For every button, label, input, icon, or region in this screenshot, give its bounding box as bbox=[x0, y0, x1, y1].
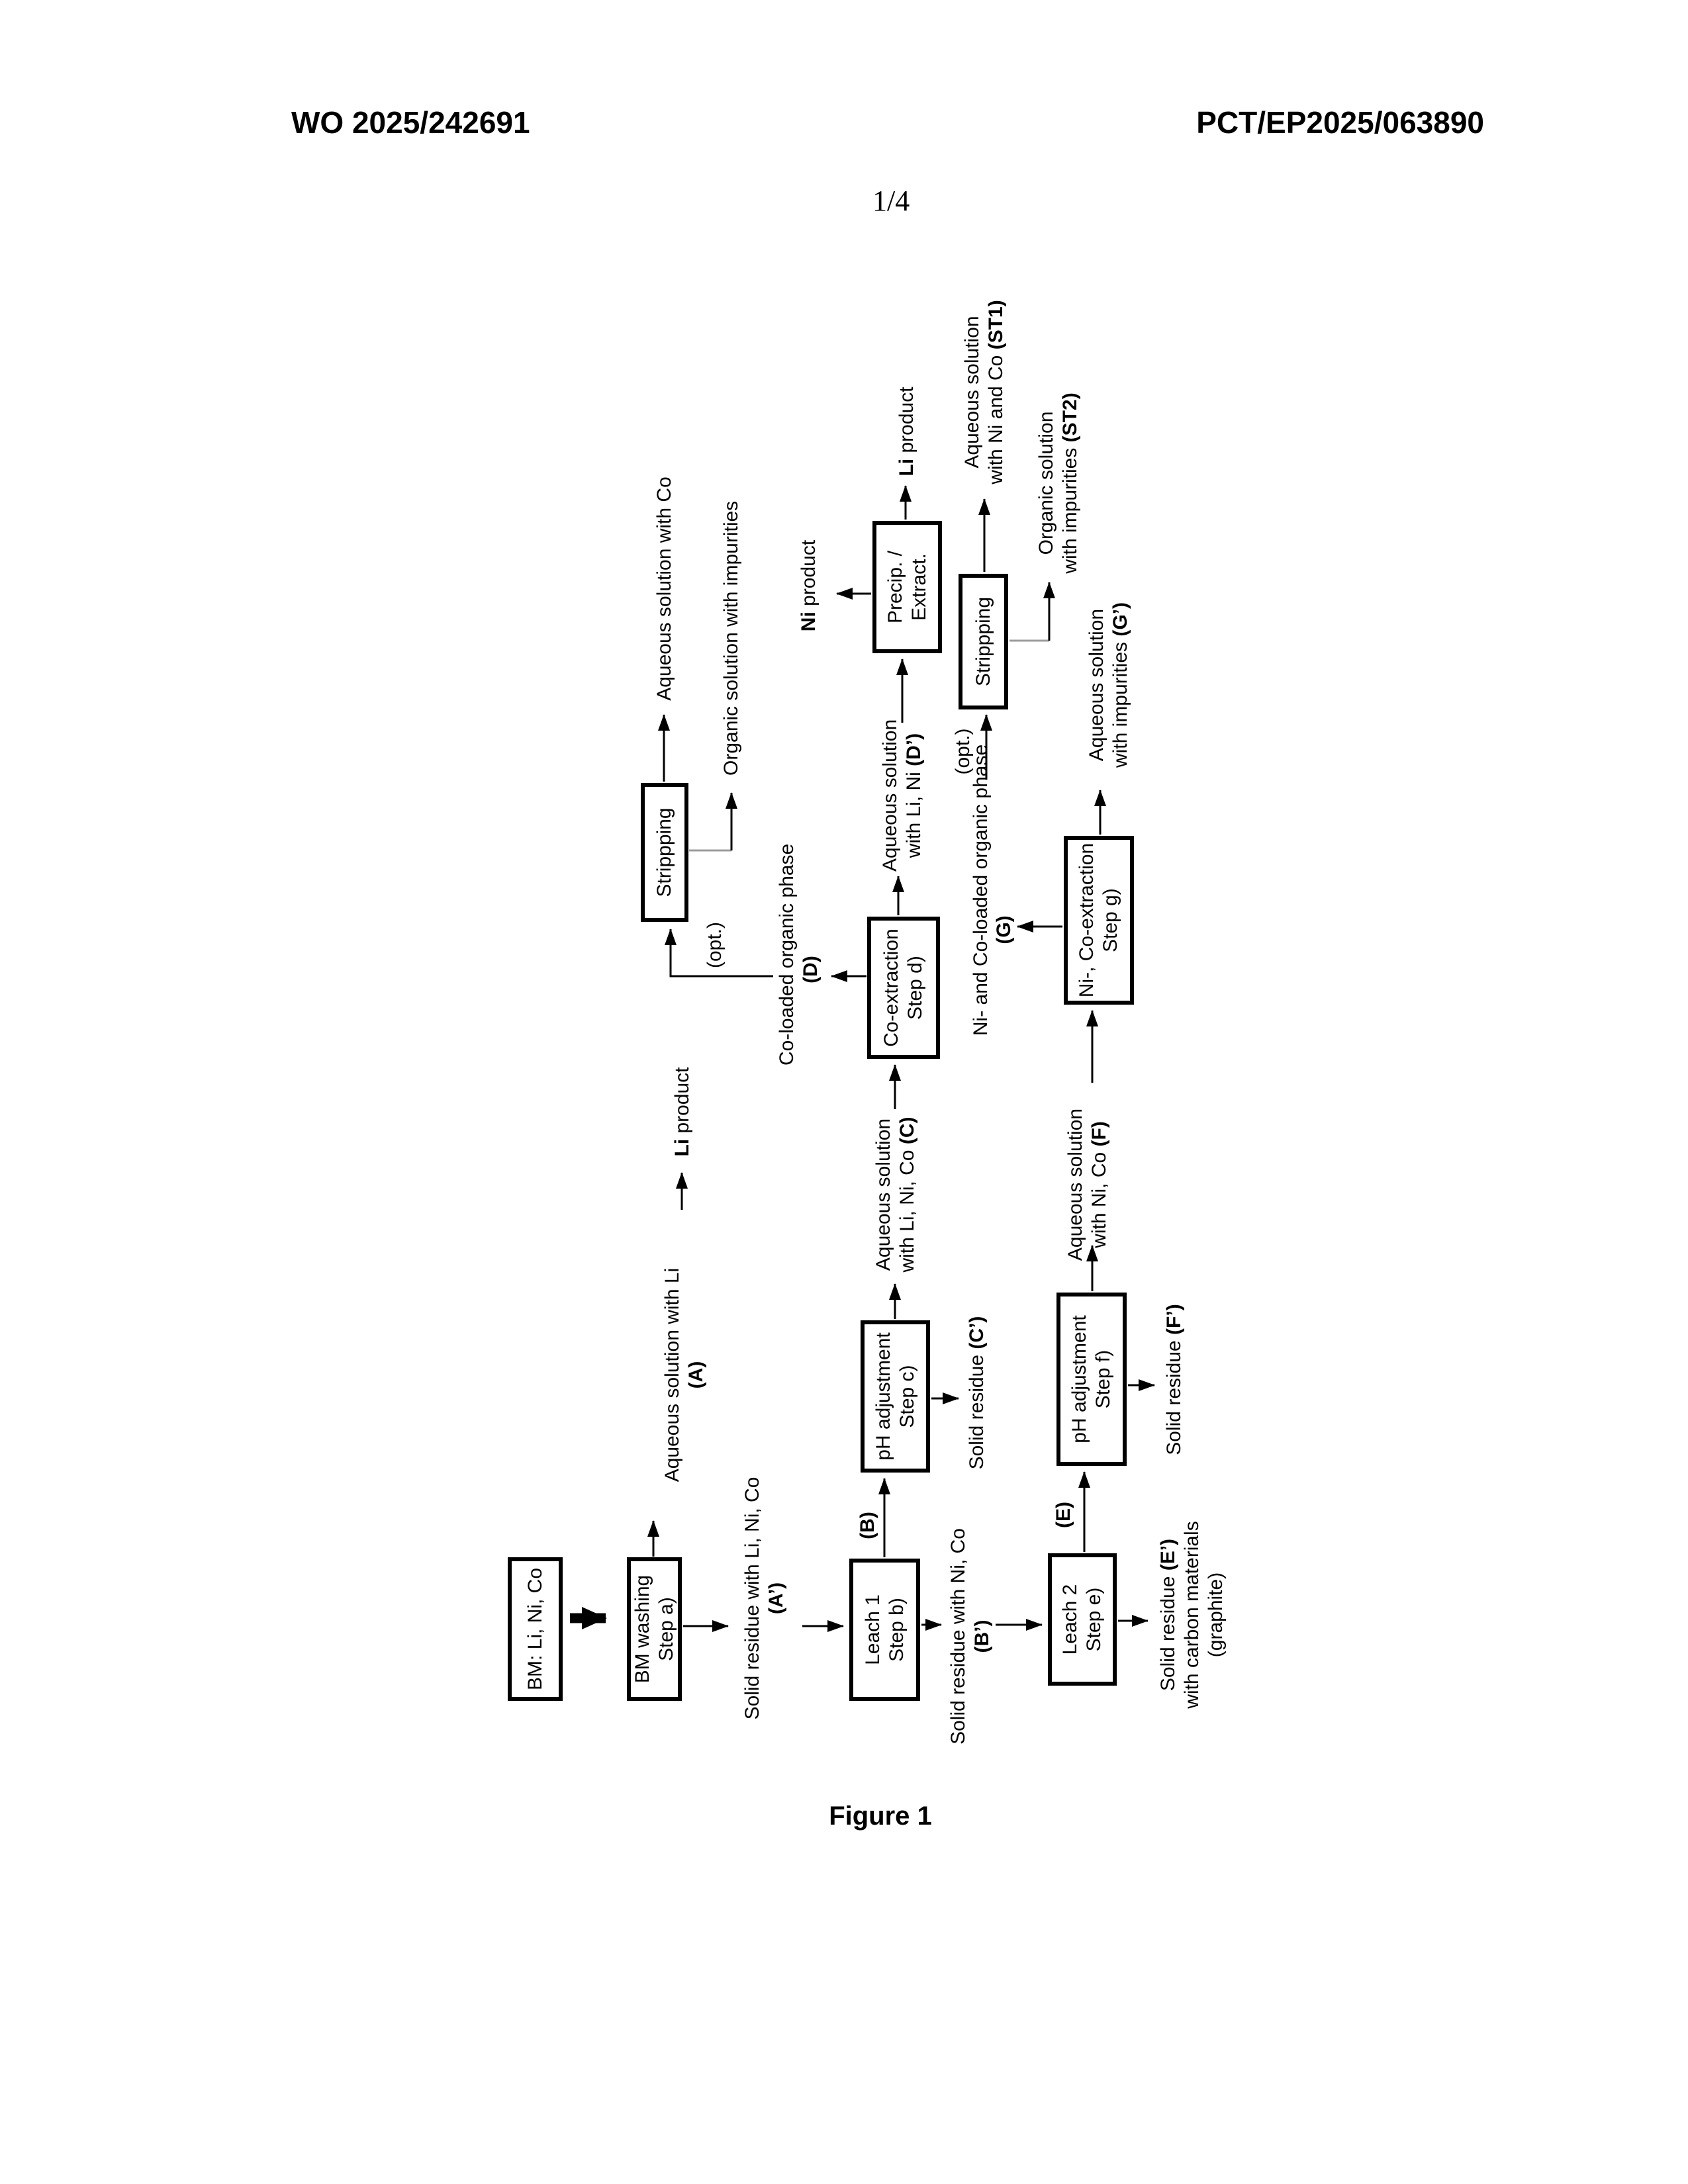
label-aqueous-impurities-Gp: Aqueous solution with impurities (G’) bbox=[1086, 602, 1131, 768]
label-stream-E: (E) bbox=[1053, 1502, 1074, 1528]
label-optional-2: (opt.) bbox=[952, 728, 974, 775]
publication-number: WO 2025/242691 bbox=[291, 105, 530, 140]
label-aqueous-ni-co-ST1: Aqueous solution with Ni and Co (ST1) bbox=[961, 300, 1007, 484]
label-solid-residue-A: Solid residue with Li, Ni, Co(A’) bbox=[741, 1477, 787, 1720]
label-aqueous-li-ni-co-C: Aqueous solution with Li, Ni, Co (C) bbox=[872, 1116, 918, 1273]
sheet-number: 1/4 bbox=[872, 185, 910, 217]
box-precip-extract: Precip. /Extract. bbox=[872, 521, 942, 653]
label-solid-residue-C: Solid residue (C’) bbox=[966, 1316, 988, 1470]
figure-caption: Figure 1 bbox=[829, 1801, 932, 1831]
label-stream-G: (G) bbox=[993, 915, 1015, 944]
box-black-mass: BM: Li, Ni, Co bbox=[508, 1557, 563, 1701]
label-solid-residue-E: Solid residue (E’) with carbon materials… bbox=[1157, 1521, 1227, 1709]
label-aqueous-ni-co-F: Aqueous solution with Ni, Co (F) bbox=[1064, 1108, 1110, 1261]
label-li-product-1: Li product bbox=[671, 1067, 693, 1157]
label-stream-B: (B) bbox=[857, 1512, 878, 1539]
label-organic-impurities-ST2: Organic solution with impurities (ST2) bbox=[1035, 392, 1081, 574]
box-stripping-2: Strippping bbox=[959, 574, 1008, 709]
label-aqueous-with-co: Aqueous solution with Co bbox=[653, 477, 675, 701]
label-solid-residue-B: Solid residue with Ni, Co(B’) bbox=[947, 1528, 993, 1745]
label-co-loaded-organic-D: Co-loaded organic phase(D) bbox=[776, 843, 821, 1066]
label-li-product-2: Li product bbox=[896, 387, 917, 477]
flow-arrows bbox=[570, 485, 1155, 1632]
label-optional-1: (opt.) bbox=[704, 921, 726, 969]
label-aqueous-li-A: Aqueous solution with Li(A) bbox=[661, 1267, 707, 1482]
label-ni-product: Ni product bbox=[798, 539, 820, 632]
label-organic-with-impurities: Organic solution with impurities bbox=[720, 500, 742, 776]
label-solid-residue-F: Solid residue (F’) bbox=[1163, 1304, 1185, 1455]
label-aqueous-li-ni-Dp: Aqueous solution with Li, Ni (D’) bbox=[879, 719, 925, 872]
arrow-D-opt-to-strip1 bbox=[665, 929, 773, 978]
box-stripping-1: Strippping bbox=[641, 783, 688, 922]
application-number: PCT/EP2025/063890 bbox=[1196, 105, 1484, 140]
